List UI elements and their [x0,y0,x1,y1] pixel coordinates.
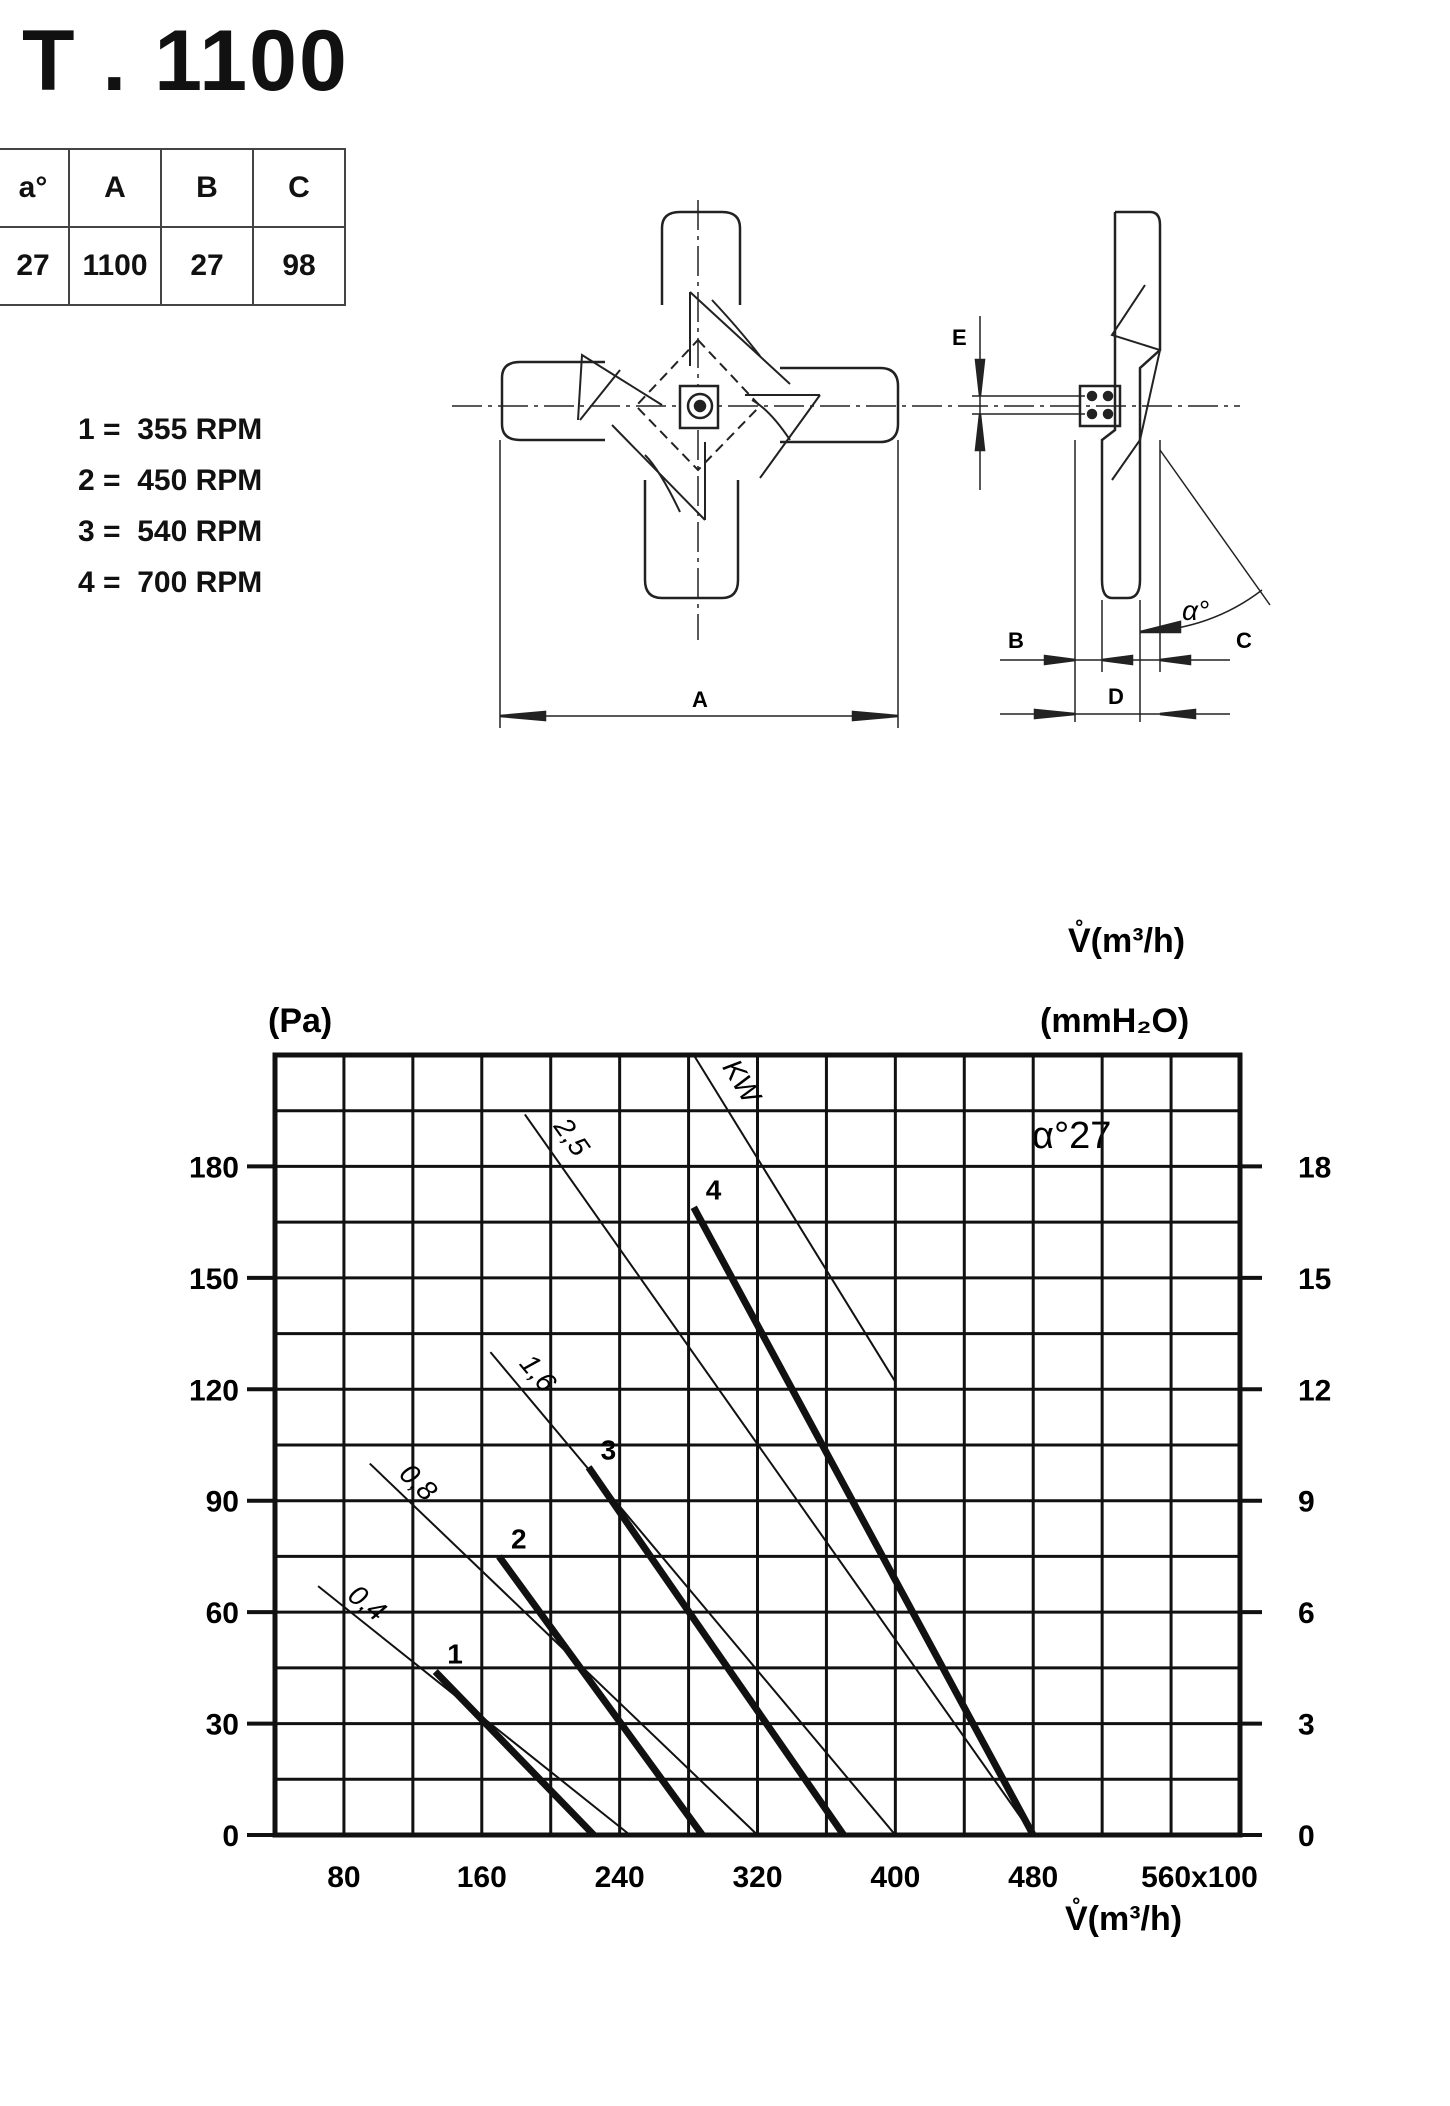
rpm-value: 450 RPM [137,464,263,497]
y-right-tick-label: 9 [1298,1486,1315,1519]
rpm-curve-label: 1 [447,1639,463,1670]
y-left-tick-label: 30 [206,1709,239,1742]
hub-outline [634,338,762,472]
side-hub [1078,384,1122,428]
y-left-tick-label: 120 [189,1374,239,1407]
x-tick-label: 80 [327,1861,360,1894]
rpm-curve [690,1205,1037,1837]
x-tick-label: 240 [595,1861,645,1894]
power-line-label: 0,4 [342,1579,392,1628]
dim-a-arrows [499,710,899,722]
blade-bottom [643,480,740,600]
power-line [692,1054,897,1383]
power-line-label: KW [717,1054,768,1111]
side-hub-bolt [1102,390,1114,402]
x-tick-label: 560x100 [1141,1861,1258,1894]
rpm-value: 355 RPM [137,413,263,446]
rpm-legend: 1 = 355 RPM 2 = 450 RPM 3 = 540 RPM 4 = … [78,404,262,608]
blade-top [660,210,742,305]
spec-value-c: 98 [252,226,346,306]
spec-value-b: 27 [160,226,254,306]
y-left-axis-label: (Pa) [268,1002,332,1040]
dim-e-arrows [974,358,986,452]
rpm-curve-label: 4 [706,1174,722,1205]
blade-left-edge [577,353,663,421]
dim-c-label: C [1236,628,1252,653]
rpm-key: 1 = [78,413,121,446]
y-right-tick-label: 3 [1298,1709,1315,1742]
dim-a-label: A [692,687,708,712]
blade-left [500,360,605,442]
x-axis-label: V̊(m³/h) [1065,1899,1182,1938]
blade-top-edge [689,291,791,385]
power-line [489,1351,897,1836]
y-left-tick-label: 60 [206,1597,239,1630]
y-left-tick-label: 150 [189,1263,239,1296]
y-left-tick-label: 90 [206,1486,239,1519]
spec-value-a: 1100 [68,226,162,306]
rpm-curve-label: 3 [601,1434,617,1465]
spec-value-alpha: 27 [0,226,70,306]
y-right-tick-label: 15 [1298,1263,1331,1296]
rpm-value: 540 RPM [137,515,263,548]
dim-d-label: D [1108,684,1124,709]
power-line-label: 2,5 [547,1111,596,1162]
spec-header-b: B [160,148,254,228]
side-hub-bolt [1102,408,1114,420]
alpha-leg [1159,449,1271,606]
side-blade-outline [1100,210,1162,600]
y-right-axis-label: (mmH₂O) [1040,1002,1189,1040]
dim-bc-arrows [1043,654,1192,666]
dim-e-label: E [952,325,967,350]
dim-b-label: B [1008,628,1024,653]
rpm-legend-item: 3 = 540 RPM [78,506,262,557]
rpm-legend-item: 2 = 450 RPM [78,455,262,506]
y-right-tick-label: 18 [1298,1151,1331,1184]
alpha-label: α° [1182,595,1209,626]
fan-drawing: A E α° B C D [452,200,1271,728]
spec-header-alpha: a° [0,148,70,228]
rpm-curve [432,1669,597,1838]
dim-d-arrows [1033,708,1197,720]
blade-right [780,366,900,444]
hub-bore-center [693,399,707,413]
rpm-key: 3 = [78,515,121,548]
y-left-tick-label: 180 [189,1151,239,1184]
x-tick-label: 480 [1008,1861,1058,1894]
spec-header-a: A [68,148,162,228]
y-left-tick-label: 0 [222,1820,239,1853]
side-blade-twist [1110,284,1162,481]
x-tick-label: 320 [732,1861,782,1894]
spec-value-row: 27 1100 27 98 [0,226,346,306]
spec-header-row: a° A B C [0,148,346,228]
rpm-key: 4 = [78,566,121,599]
spec-table: a° A B C 27 1100 27 98 [0,148,346,306]
rpm-value: 700 RPM [137,566,263,599]
y-right-tick-label: 6 [1298,1597,1315,1630]
rpm-curves: 1 2 3 4 [432,1174,1037,1838]
front-view [452,200,1240,728]
rpm-legend-item: 4 = 700 RPM [78,557,262,608]
rpm-curve-label: 2 [511,1523,527,1554]
rpm-curve [496,1554,706,1838]
rpm-legend-item: 1 = 355 RPM [78,404,262,455]
top-axis-label: V̊(m³/h) [1068,921,1185,960]
alpha-annotation: α°27 [1032,1115,1111,1157]
y-right-tick-label: 0 [1298,1820,1315,1853]
x-tick-label: 160 [457,1861,507,1894]
blade-bottom-edge [611,424,706,521]
side-view [972,210,1271,722]
side-hub-bolt [1086,390,1098,402]
rpm-curve [585,1465,847,1837]
hub-bore [686,392,714,420]
power-line [524,1113,1035,1836]
y-right-tick-label: 12 [1298,1374,1331,1407]
x-tick-label: 400 [870,1861,920,1894]
spec-header-c: C [252,148,346,228]
rpm-key: 2 = [78,464,121,497]
side-hub-bolt [1086,408,1098,420]
page-title: T . 1100 [22,13,349,109]
